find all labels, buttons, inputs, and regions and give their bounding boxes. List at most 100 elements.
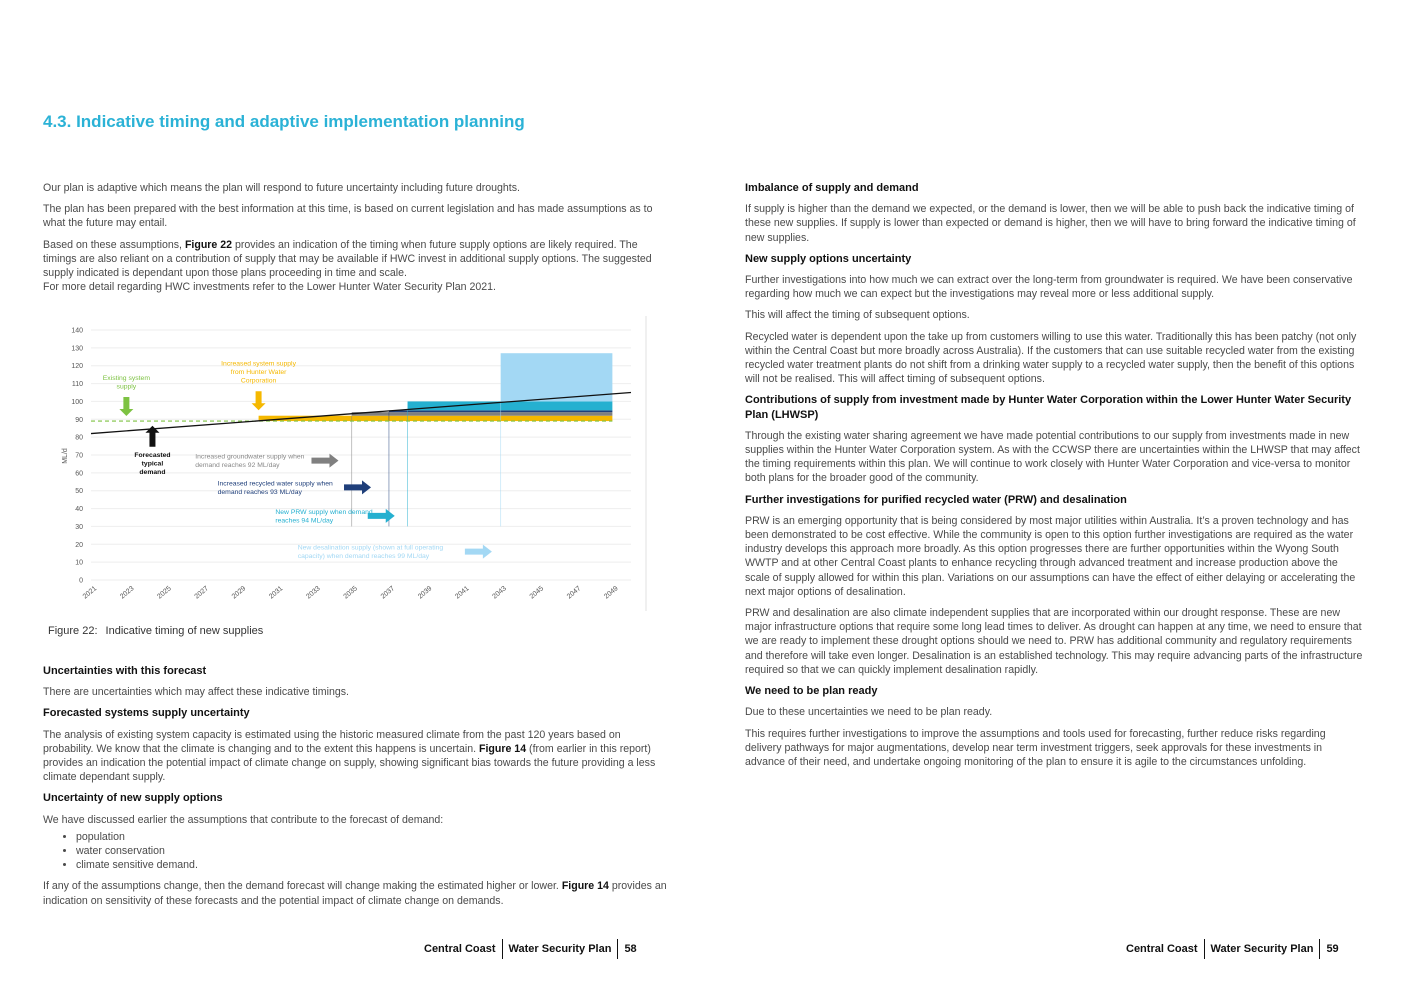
x-tick-label: 2025 [156,585,173,600]
left-intro-column: Our plan is adaptive which means the pla… [43,181,668,301]
y-tick-label: 80 [75,435,83,442]
y-tick-label: 100 [71,399,83,406]
annotation-label: demand reaches 93 ML/day [218,489,303,496]
figure-reference-link[interactable]: Figure 14 [561,880,609,893]
annotation-label: Increased recycled water supply when [218,480,333,487]
section-paragraph: This will affect the timing of subsequen… [745,309,970,322]
x-tick-label: 2039 [417,585,434,600]
footer-divider [1203,939,1205,959]
supply-layer [407,401,613,411]
y-tick-label: 40 [75,506,83,513]
intro-paragraph: The plan has been prepared with the best… [43,203,653,230]
footer-right: Central Coast Water Security Plan 59 [1126,939,1339,959]
annotation-arrow [119,397,134,416]
x-tick-label: 2031 [268,585,285,600]
footer-left: Central Coast Water Security Plan 58 [424,939,637,959]
y-tick-label: 60 [75,470,83,477]
y-tick-label: 50 [75,488,83,495]
section-paragraph: If supply is higher than the demand we e… [745,203,1356,244]
uncertainties-heading: Uncertainties with this forecast [43,665,207,677]
page-number: 58 [624,943,637,955]
section-heading: Contributions of supply from investment … [745,394,1352,421]
annotation-label: from Hunter Water [231,369,287,376]
annotation-label: demand [139,469,165,476]
footer-org: Central Coast [1126,943,1198,955]
change-paragraph: If any of the assumptions change, then t… [43,880,667,907]
annotation-arrow [251,391,266,411]
y-tick-label: 90 [75,417,83,424]
y-tick-label: 120 [71,363,83,370]
annotation-label: Corporation [241,378,277,385]
annotation-label: supply [117,384,137,391]
y-tick-label: 70 [75,453,83,460]
y-tick-label: 20 [75,542,83,549]
section-paragraph: Due to these uncertainties we need to be… [745,706,993,719]
section-heading: We need to be plan ready [745,685,878,698]
demand-assumptions-list: population water conservation climate se… [43,830,668,873]
figure-reference-link[interactable]: Figure 22 [184,238,233,251]
x-tick-label: 2027 [194,585,211,600]
annotation-label: New PRW supply when demand [275,509,373,516]
left-uncertainty-column: Uncertainties with this forecast There a… [43,664,668,915]
footer-org: Central Coast [424,943,496,955]
footer-doc-title: Water Security Plan [1210,943,1314,955]
x-tick-label: 2033 [305,585,322,600]
annotation-label: typical [142,460,164,467]
annotation-label: Existing system [103,375,151,382]
section-paragraph: Through the existing water sharing agree… [745,429,1360,485]
x-tick-label: 2035 [343,585,360,600]
figure-reference-link[interactable]: Figure 14 [478,742,527,755]
new-supply-heading: Uncertainty of new supply options [43,792,223,805]
annotation-arrow [367,508,395,523]
hwc-note: For more detail regarding HWC investment… [43,281,496,294]
supply-layer [500,353,613,402]
forecast-heading: Forecasted systems supply uncertainty [43,707,250,720]
new-supply-text: We have discussed earlier the assumption… [43,813,444,826]
figure-caption-text: Indicative timing of new supplies [105,625,264,637]
annotation-label: demand reaches 92 ML/day [195,462,280,469]
annotation-label: Increased groundwater supply when [195,454,304,461]
y-tick-label: 110 [72,381,83,388]
section-paragraph: PRW is an emerging opportunity that is b… [745,514,1356,598]
y-tick-label: 10 [75,560,83,567]
x-tick-label: 2045 [529,585,546,600]
list-item: population [76,830,668,844]
x-tick-label: 2021 [82,585,99,600]
x-tick-label: 2029 [231,585,248,600]
x-tick-label: 2041 [454,585,471,600]
figure-label: Figure 22: [48,625,98,637]
y-tick-label: 0 [79,578,83,585]
list-item: water conservation [76,844,668,858]
annotation-label: capacity) when demand reaches 99 ML/day [298,553,430,560]
supply-layer [351,412,613,416]
footer-divider [501,939,503,959]
x-tick-label: 2043 [491,585,508,600]
supply-demand-chart: ML/d 01020304050607080901001101201301402… [62,316,647,611]
x-tick-label: 2047 [566,585,583,600]
footer-doc-title: Water Security Plan [508,943,612,955]
annotation-arrow [344,480,372,495]
annotation-label: New desalination supply (shown at full o… [298,545,444,552]
demand-line [90,391,632,435]
list-item: climate sensitive demand. [76,858,668,872]
annotation-arrow [311,453,339,468]
supply-layer [258,415,613,422]
annotation-arrow [464,544,492,559]
section-paragraph: Further investigations into how much we … [745,274,1353,301]
x-tick-label: 2037 [380,585,397,600]
x-tick-label: 2049 [603,585,620,600]
y-tick-label: 140 [71,328,83,335]
section-heading: Imbalance of supply and demand [745,182,919,194]
section-heading: New supply options uncertainty [745,252,912,265]
uncertainties-text: There are uncertainties which may affect… [43,686,349,699]
section-heading: Further investigations for purified recy… [745,493,1127,506]
page-number: 59 [1326,943,1339,955]
forecast-paragraph: The analysis of existing system capacity… [43,728,656,784]
annotation-label: Increased system supply [221,361,296,368]
intro-paragraph: Our plan is adaptive which means the pla… [43,182,520,194]
y-tick-label: 130 [71,345,83,352]
y-axis-label: ML/d [62,448,69,464]
section-paragraph: Recycled water is dependent upon the tak… [745,330,1357,386]
section-paragraph: This requires further investigations to … [745,727,1326,768]
